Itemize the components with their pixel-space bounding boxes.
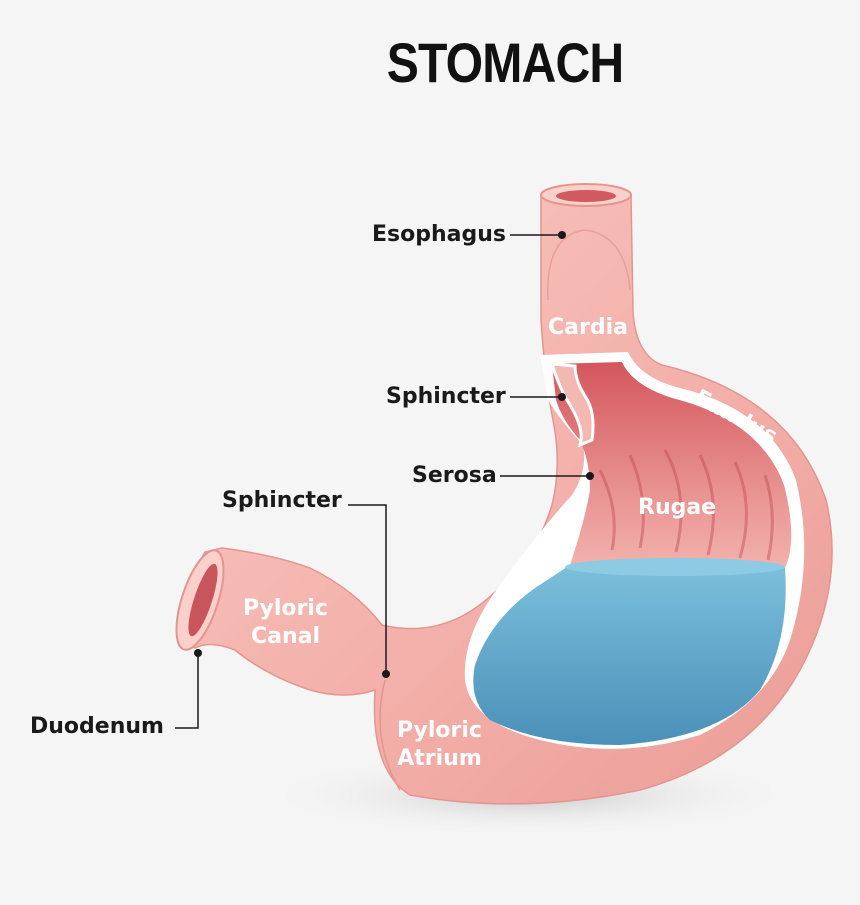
label-rugae: Rugae xyxy=(638,495,717,520)
page-title: STOMACH xyxy=(386,31,624,94)
inner-cavity xyxy=(552,362,792,568)
label-pyloric-atrium: Pyloric Atrium xyxy=(397,717,482,772)
pyloric-seam xyxy=(379,679,401,791)
esophagus-lumen xyxy=(556,190,616,202)
label-pyloric-canal-line2: Canal xyxy=(250,623,320,649)
esophagus-fold xyxy=(547,229,631,301)
label-pyloric-atrium-line1: Pyloric xyxy=(397,718,482,743)
leader-dots xyxy=(194,231,594,678)
callout-serosa: Serosa xyxy=(412,463,497,488)
label-pyloric-atrium-line2: Atrium xyxy=(397,745,482,771)
callout-duodenum: Duodenum xyxy=(30,714,164,739)
callout-sphincter-upper: Sphincter xyxy=(386,384,506,409)
label-pyloric-canal: Pyloric Canal xyxy=(243,595,328,650)
label-pyloric-canal-line1: Pyloric xyxy=(243,596,328,621)
callout-esophagus: Esophagus xyxy=(372,222,506,247)
gastric-fluid xyxy=(473,565,786,745)
leader-lines xyxy=(175,234,590,729)
label-cardia: Cardia xyxy=(548,315,628,340)
fluid-surface xyxy=(565,558,785,576)
callout-sphincter-lower: Sphincter xyxy=(222,488,342,513)
duodenum-lumen xyxy=(188,563,218,637)
rugae-folds xyxy=(598,449,774,561)
